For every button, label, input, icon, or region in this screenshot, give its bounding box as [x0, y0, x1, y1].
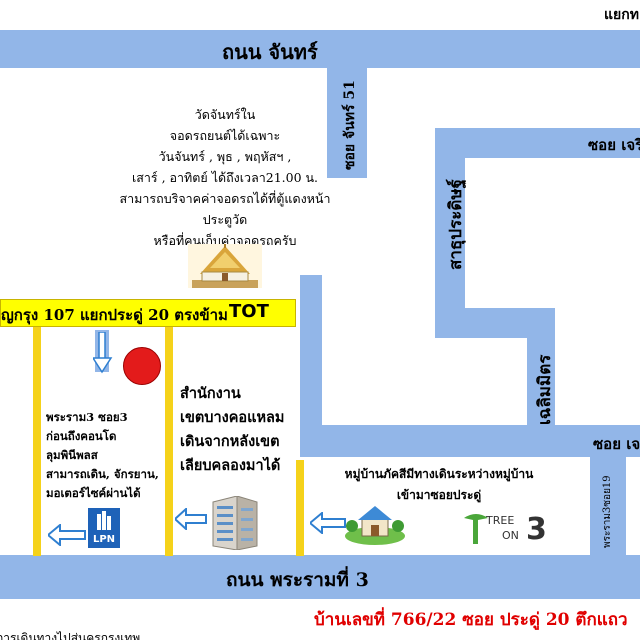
lpn-logo-text: LPN [92, 534, 116, 545]
temple-note-line: เสาร์ , อาทิตย์ ได้ถึงเวลา21.00 น. [131, 170, 319, 185]
lane-district [165, 326, 173, 556]
district-note-line: เดินจากหลังเขต [180, 433, 280, 450]
road-chaloem-mitr [527, 308, 555, 428]
label-soi-charoen: ซอย เจริ [588, 136, 640, 154]
lpn-logo-icon: LPN [88, 508, 120, 548]
district-note-line: เขตบางคอแหลม [180, 409, 285, 426]
banner-text: ญกรุง 107 แยกประดู่ 20 ตรงข้าม [1, 306, 228, 324]
tree-on-3-logo: TREE ON 3 [462, 510, 562, 550]
label-soi-chan-51: ซอย จันทร์ 51 [342, 80, 358, 170]
road-soi-charoen [435, 128, 640, 158]
road-rama3-soi19 [590, 455, 626, 560]
road-left-vertical [300, 275, 322, 457]
soi3-note-line: ก่อนถึงคอนโด [46, 429, 117, 443]
temple-note-line: วัดจันทร์ใน [194, 107, 256, 122]
location-marker [123, 347, 161, 385]
lane-soi3 [33, 326, 41, 556]
down-arrow-icon [93, 332, 113, 374]
banner-highlight: TOT [229, 301, 269, 322]
tree-logo-line1: TREE [486, 514, 515, 527]
tree-logo-number: 3 [526, 512, 547, 547]
bottom-cut-text: การเดินทางไปสู่นครกรุงเทพ [0, 631, 141, 640]
district-office-note: สำนักงาน เขตบางคอแหลม เดินจากหลังเขต เลี… [180, 382, 284, 478]
lane-village [296, 460, 304, 556]
left-arrow-icon [175, 508, 207, 530]
village-note-line: เข้ามาซอยประดู่ [396, 488, 482, 502]
temple-note-line: จอดรถยนต์ได้เฉพาะ [169, 128, 281, 143]
road-soi-charoen-lower [300, 425, 640, 457]
rama3-soi3-note: พระราม3 ซอย3 ก่อนถึงคอนโด ลุมพินีพลส สาม… [46, 408, 159, 503]
soi3-note-line: ลุมพินีพลส [46, 448, 98, 462]
road-soi-chan-51 [327, 60, 367, 178]
building-icon [212, 496, 258, 550]
village-note-line: หมู่บ้านภัคสีมีทางเดินระหว่างหมู่บ้าน [344, 467, 534, 481]
banner: ญกรุง 107 แยกประดู่ 20 ตรงข้าม TOT [0, 299, 296, 327]
temple-note-line: สามารถบริจาคค่าจอดรถได้ที่ตู้แดงหน้าประต… [119, 191, 331, 227]
tree-logo-line2: ON [502, 529, 519, 542]
label-sathu-pradit: สาธุประดิษฐ์ [446, 179, 466, 270]
village-note: หมู่บ้านภัคสีมีทางเดินระหว่างหมู่บ้าน เข… [314, 464, 564, 506]
road-rama3 [0, 555, 640, 599]
top-right-label: แยกท [604, 7, 639, 23]
soi3-note-line: พระราม3 ซอย3 [46, 410, 128, 424]
left-arrow-icon [310, 512, 346, 534]
label-chaloem-mitr: เฉลิมมิตร [535, 354, 555, 425]
address-text: บ้านเลขที่ 766/22 ซอย ประดู่ 20 ตึกแถว [314, 610, 628, 630]
tree-leaf-icon [464, 514, 488, 544]
temple-note-line: วันจันทร์ , พุธ , พฤหัสฯ , [158, 149, 292, 164]
temple-note: วัดจันทร์ใน จอดรถยนต์ได้เฉพาะ วันจันทร์ … [110, 104, 340, 251]
road-chan [0, 30, 640, 68]
district-note-line: เลียบคลองมาได้ [180, 457, 281, 474]
road-sathu-pradit [435, 128, 465, 336]
district-note-line: สำนักงาน [180, 385, 241, 402]
soi3-note-line: สามารถเดิน, จักรยาน, [46, 467, 159, 481]
soi3-note-line: มอเตอร์ไซค์ผ่านได้ [46, 486, 141, 500]
label-rama3-road: ถนน พระรามที่ 3 [226, 569, 369, 591]
house-icon [345, 506, 405, 545]
label-soi-charoen-lower: ซอย เจ [593, 435, 640, 453]
label-chan-road: ถนน จันทร์ [222, 40, 318, 64]
temple-icon [188, 244, 262, 288]
left-arrow-icon [48, 524, 86, 546]
label-rama3-soi19: พระราม3ซอย19 [602, 475, 613, 548]
